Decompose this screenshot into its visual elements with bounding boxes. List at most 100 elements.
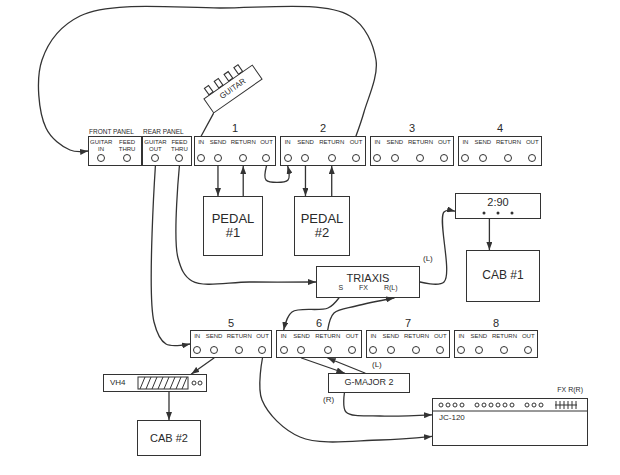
hatch-frame [138,377,188,389]
jack [391,154,399,162]
box-label: GUITAR [218,77,247,101]
jack [457,346,465,354]
jack [123,154,131,162]
tuner-peg [224,72,233,81]
cable [260,358,432,442]
jack-label: GUITAR IN [89,139,113,152]
hatching [140,377,187,389]
jack [475,346,483,354]
jack [262,154,270,162]
jack-label: RETURN [404,333,429,340]
jack [239,154,247,162]
channel-label: (L) [371,361,383,370]
jack [214,154,222,162]
cable [305,166,306,196]
jack-label: IN [370,333,376,340]
jack [373,154,381,162]
jack-label: SEND [470,333,487,340]
box-label: TRIAXIS [347,272,390,284]
tuner-peg [204,85,213,94]
vh4-panel [138,377,202,389]
jack [175,154,183,162]
cable [328,298,394,330]
channel-label: (R) [322,396,335,405]
loop-number: 8 [455,317,537,329]
loop-box: 3INSENDRETURNOUT [370,136,454,166]
cable [328,358,365,373]
knob [446,403,450,407]
jack [193,346,201,354]
loop-number: 3 [371,122,453,134]
jack-label: IN [194,333,200,340]
box-label: PEDAL #1 [208,212,258,241]
loop-box: 7INSENDRETURNOUT [366,330,450,358]
jack [280,346,288,354]
jack [369,346,377,354]
guitar-headstock: GUITAR [203,64,262,113]
jack-label: IN [462,139,468,146]
loop-number: 4 [459,122,541,134]
knob [475,403,479,407]
cable [489,219,490,250]
jack-label: OUT [526,139,539,146]
knob [453,403,457,407]
jack-label: FEED THRU [168,139,191,152]
knob [489,403,493,407]
jack [387,346,395,354]
jack [235,346,243,354]
loop-box: 4INSENDRETURNOUT [458,136,542,166]
jack [412,346,420,354]
jack-label: RETURN [231,139,256,146]
jack [151,154,159,162]
jack-label: SEND [210,139,227,146]
loop-box: 8INSENDRETURNOUT [454,330,538,358]
cabinet-box: CAB #1 [466,250,540,302]
cable [420,210,455,284]
jack-label: IN [285,139,291,146]
dot [511,212,514,215]
preamp-box: TRIAXISS FX R(L) [316,266,420,298]
jack-label: OUT [256,333,269,340]
jack-label: OUT [350,139,363,146]
jack-label: GUITAR OUT [143,139,168,152]
jack-label: OUT [522,333,535,340]
channel-label: (L) [422,255,434,264]
jack [440,154,448,162]
dot [497,212,500,215]
jack-label: IN [374,139,380,146]
jack [328,154,336,162]
jack-label: SEND [382,333,399,340]
jc-knobs [433,401,587,411]
amp-heading: FX R(R) [557,386,583,394]
cable [344,393,432,416]
jack [197,154,205,162]
jack [436,346,444,354]
dot [483,212,486,215]
loop-box: 2INSENDRETURNOUT [280,136,366,166]
jack-label: IN [198,139,204,146]
cable [151,166,190,346]
jack-label: SEND [474,139,491,146]
rear-panel: REAR PANELGUITAR OUTFEED THRU [142,136,192,166]
knob [192,381,196,385]
cable [301,358,344,373]
jack-label: RETURN [492,333,517,340]
cable [168,392,169,420]
jack [97,154,105,162]
cable [217,166,218,196]
jack [416,154,424,162]
jack-label: OUT [434,333,447,340]
knob [496,403,500,407]
jack [258,346,266,354]
effects-unit: G-MAJOR 2 [328,373,410,393]
pedal-box: PEDAL #2 [294,196,350,256]
jack-label: IN [458,333,464,340]
jack [324,346,332,354]
loop-box: 5INSENDRETURNOUT [190,330,272,358]
jack [297,346,305,354]
jack-label: RETURN [408,139,433,146]
cable [331,166,332,196]
jack [284,154,292,162]
combo-amp: FX R(R)JC-120 [432,398,588,446]
jack [504,154,512,162]
